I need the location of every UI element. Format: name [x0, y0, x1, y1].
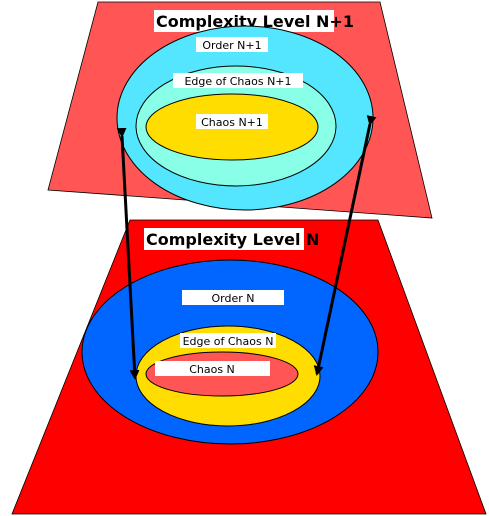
upper-edge-label: Edge of Chaos N+1	[184, 75, 291, 88]
lower-level-title: Complexity Level N	[146, 230, 319, 249]
left-connector-arrow	[116, 127, 140, 380]
upper-edge-label-box	[173, 73, 303, 88]
upper-level: Complexity Level N+1 Order N+1 Edge of C…	[47, 1, 433, 219]
lower-level: Complexity Level N Order N Edge of Chaos…	[11, 219, 487, 515]
lower-chaos-label: Chaos N	[189, 363, 235, 376]
lower-order-label-box	[182, 290, 284, 305]
upper-level-title: Complexity Level N+1	[156, 12, 354, 31]
lower-level-title-box	[144, 228, 304, 250]
level-connectors	[116, 115, 377, 380]
upper-chaos-label-box	[196, 114, 268, 129]
lower-edge-label: Edge of Chaos N	[183, 335, 274, 348]
upper-chaos-label: Chaos N+1	[201, 116, 263, 129]
lower-order-label: Order N	[212, 292, 255, 305]
lower-edge-label-box	[180, 333, 276, 348]
right-connector-arrow	[313, 115, 377, 376]
upper-level-title-box	[154, 10, 334, 32]
upper-order-label: Order N+1	[202, 39, 261, 52]
upper-order-label-box	[196, 37, 268, 52]
lower-chaos-label-box	[155, 361, 270, 376]
